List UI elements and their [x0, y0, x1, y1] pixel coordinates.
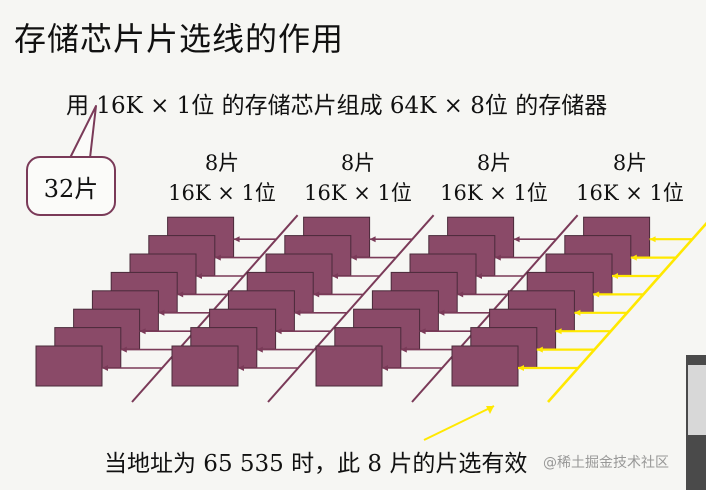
chip-select-bus — [411, 214, 579, 403]
chip-select-arrow — [294, 309, 301, 316]
chip-select-arrow — [369, 236, 376, 243]
chip-select-arrow — [233, 236, 240, 243]
chip-select-arrow — [120, 346, 127, 353]
group-label-2: 8片 16K × 1位 — [293, 148, 423, 208]
group-label-1: 8片 16K × 1位 — [157, 148, 287, 208]
chip-group-2 — [171, 214, 435, 403]
chip-group-1 — [35, 214, 299, 403]
chip-select-arrow — [649, 236, 656, 243]
edge-panel-highlight — [688, 365, 706, 435]
chip-select-arrow — [457, 291, 464, 298]
group-spec: 16K × 1位 — [168, 181, 276, 205]
chip-select-arrow — [382, 365, 388, 371]
memory-chip — [451, 345, 519, 387]
chip-select-bus — [267, 214, 435, 403]
callout-pointer — [69, 105, 97, 159]
chip-select-arrow — [238, 365, 244, 371]
chip-select-arrow — [214, 254, 221, 261]
chip-select-arrow — [612, 273, 618, 279]
chip-select-arrow — [494, 254, 501, 261]
callout-text: 32片 — [43, 174, 99, 203]
chip-select-arrow — [196, 273, 202, 279]
chip-select-arrow — [593, 291, 600, 298]
chip-group-3 — [315, 214, 579, 403]
group-spec: 16K × 1位 — [440, 181, 548, 205]
chip-select-bus — [131, 214, 299, 403]
chip-select-arrow — [177, 291, 184, 298]
memory-chip — [171, 345, 239, 387]
group-count: 8片 — [340, 151, 376, 175]
chip-select-arrow — [513, 236, 520, 243]
group-count: 8片 — [476, 151, 512, 175]
footer-caption: 当地址为 65 535 时，此 8 片的片选有效 — [104, 451, 528, 477]
footer-arrow — [423, 405, 495, 441]
chip-select-arrow — [438, 309, 445, 316]
chip-select-arrow — [555, 328, 562, 335]
chip-select-arrow — [518, 365, 524, 371]
chip-select-arrow — [400, 346, 407, 353]
chip-select-arrow — [256, 346, 263, 353]
group-spec: 16K × 1位 — [576, 181, 684, 205]
slide-title: 存储芯片片选线的作用 — [14, 20, 345, 58]
chip-select-arrow — [332, 273, 338, 279]
chip-select-arrow — [476, 273, 482, 279]
chip-select-arrow — [158, 309, 165, 316]
chip-select-arrow — [313, 291, 320, 298]
group-label-4: 8片 16K × 1位 — [565, 148, 695, 208]
chip-select-bus — [547, 221, 706, 403]
callout-chip-count: 32片 — [26, 156, 116, 216]
chip-select-arrow — [102, 365, 108, 371]
group-spec: 16K × 1位 — [304, 181, 412, 205]
group-label-3: 8片 16K × 1位 — [429, 148, 559, 208]
group-count: 8片 — [204, 151, 240, 175]
chip-group-4 — [451, 216, 706, 403]
chip-select-arrow — [574, 309, 581, 316]
memory-chip — [315, 345, 383, 387]
footer-arrow-head — [486, 406, 494, 414]
chip-select-arrow — [536, 346, 543, 353]
watermark-text: @稀土掘金技术社区 — [543, 455, 669, 471]
chip-select-arrow — [419, 328, 426, 335]
group-count: 8片 — [612, 151, 648, 175]
chip-select-arrow — [630, 254, 637, 261]
chip-select-arrow — [275, 328, 282, 335]
chip-select-arrow — [350, 254, 357, 261]
memory-chip — [35, 345, 103, 387]
slide-subtitle: 用 16K × 1位 的存储芯片组成 64K × 8位 的存储器 — [66, 93, 608, 119]
chip-select-arrow — [139, 328, 146, 335]
